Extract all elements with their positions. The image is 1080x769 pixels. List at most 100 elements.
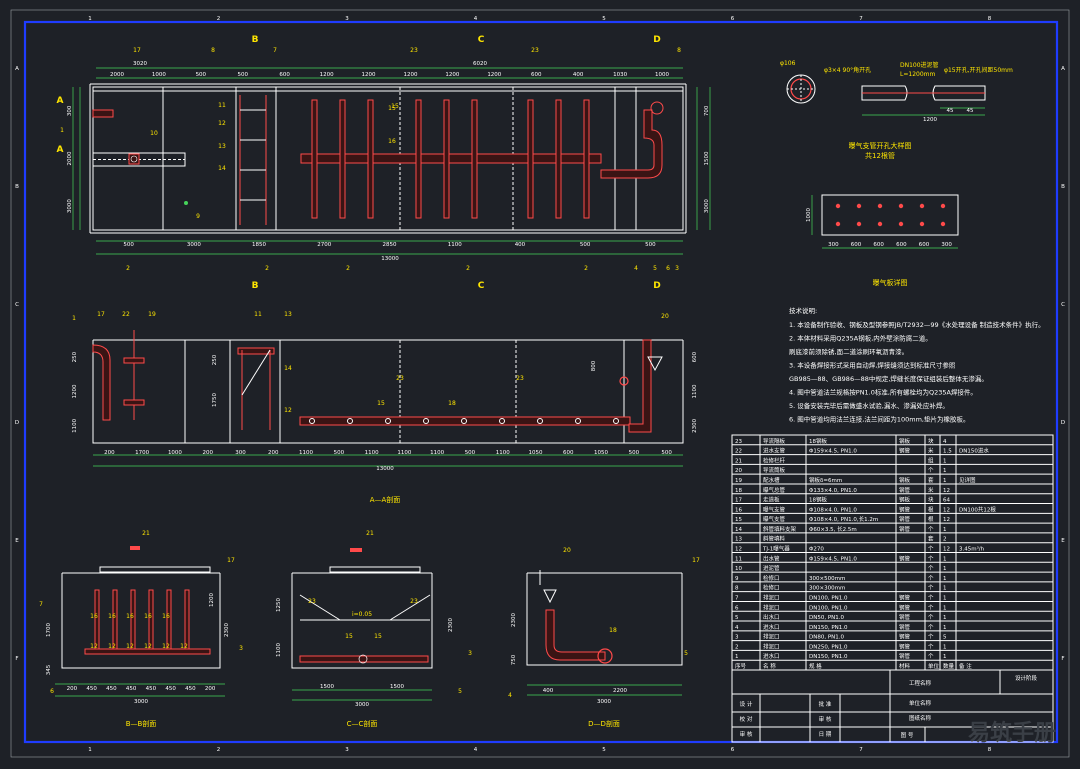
table-cell: 进泥管 [763, 564, 780, 572]
table-cell: 排泥口 [763, 633, 780, 641]
dd-dim-left: 750 [511, 654, 517, 665]
table-cell: DN100, PN1.0 [809, 605, 848, 611]
table-cell: 个 [928, 526, 934, 533]
aa-dim-bottom: 1100 [496, 450, 510, 456]
table-cell: 导流隔板 [763, 437, 786, 445]
bb-callout: 12 [162, 643, 170, 650]
table-cell: 斜管填料支架 [763, 525, 797, 533]
section-mark: D [653, 35, 660, 45]
grid-row-label: B [15, 184, 19, 190]
section-bb [55, 546, 225, 697]
plan-dim-total: 6020 [473, 61, 487, 67]
plan-dim-top: 1200 [362, 72, 376, 78]
bb-callout: 12 [144, 643, 152, 650]
aa-dim-mid: 1750 [212, 393, 218, 407]
table-cell: Φ159×4.5, PN1.0 [809, 556, 857, 562]
table-cell: 个 [928, 555, 934, 562]
table-cell: 曝气总管 [763, 486, 786, 494]
plate-hole [898, 221, 904, 227]
pipe-detail-label: φ3×4 90°角开孔 [824, 66, 871, 74]
plan-callout: 11 [218, 102, 226, 109]
grid-row-label: D [1061, 420, 1065, 426]
aa-callout: 17 [97, 311, 105, 318]
bb-dim-bottom: 200 [67, 686, 78, 692]
table-cell: 检修口 [763, 574, 780, 582]
aa-dim-bottom: 1700 [135, 450, 149, 456]
cc-callout: 21 [366, 530, 374, 537]
table-cell: 配水槽 [763, 476, 780, 484]
cc-dim-left: 1250 [276, 598, 282, 612]
grid-row-label: B [1061, 184, 1065, 190]
plan-callout: 12 [218, 120, 226, 127]
dd-callout: 4 [508, 692, 512, 699]
aerator-mark [347, 418, 353, 424]
table-cell: 米 [928, 447, 934, 455]
table-cell: 排泥口 [763, 642, 780, 650]
table-cell: 钢管 [899, 525, 911, 533]
aa-dim-right-top: 800 [591, 360, 597, 371]
table-cell: 64 [943, 498, 950, 504]
table-cell: 进水口 [763, 652, 780, 660]
table-cell: 曝气支管 [763, 505, 786, 513]
grid-col-label: 2 [217, 16, 221, 22]
plate-hole [877, 203, 883, 209]
aerator-mark [613, 418, 619, 424]
bb-callout: 12 [180, 643, 188, 650]
grid-row-label: C [15, 302, 19, 308]
table-header: 单位 [928, 662, 940, 670]
pipe-detail-dim: 45 [947, 108, 954, 114]
table-cell: 钢管 [899, 554, 911, 562]
aa-dim-bottom: 1050 [594, 450, 608, 456]
aa-dim-bottom: 1100 [430, 450, 444, 456]
table-cell: 个 [928, 565, 934, 572]
plan-dim-bottom: 400 [515, 242, 526, 248]
aa-callout: 15 [377, 400, 385, 407]
grid-col-label: 8 [988, 16, 992, 22]
pipe-detail-dim: 1200 [923, 117, 937, 123]
table-cell: 个 [928, 585, 934, 592]
bb-callout: 12 [108, 643, 116, 650]
table-cell: 组 [928, 456, 934, 464]
plan-dim-right: 3000 [704, 199, 710, 213]
notes-item: 2. 本体材料采用Q235A钢板,内外壁涂防腐二道。 [789, 334, 932, 343]
plate-detail-title: 曝气板详图 [873, 278, 908, 287]
plan-callout: 10 [150, 130, 158, 137]
table-header: 规 格 [809, 662, 822, 670]
aa-callout: 23 [396, 375, 404, 382]
pipe-detail-subtitle: 共12根管 [865, 151, 895, 160]
plan-callout: 15 [391, 103, 399, 110]
table-cell: 2 [943, 537, 947, 543]
plan-aeration-branches [300, 99, 602, 219]
table-header: 名 称 [763, 662, 776, 670]
cc-callout: 5 [458, 688, 462, 695]
aa-dim-bottom: 500 [661, 450, 672, 456]
table-cell: DN50, PN1.0 [809, 615, 845, 621]
aa-dim-left: 1200 [72, 384, 78, 398]
plan-dim-top: 600 [279, 72, 290, 78]
grid-row-label: F [1061, 656, 1064, 662]
bb-dim-left: 1700 [46, 623, 52, 637]
grid-row-label: F [15, 656, 18, 662]
table-cell: DN150, PN1.0 [809, 625, 848, 631]
plan-dim-left: 3000 [67, 199, 73, 213]
table-cell: 导流筒板 [763, 466, 786, 474]
aa-dim-bottom: 1100 [299, 450, 313, 456]
section-mark: B [252, 281, 259, 291]
table-cell: 钢管 [899, 515, 911, 523]
plan-callout: 2 [466, 265, 470, 272]
table-cell: 个 [928, 467, 934, 474]
aa-dim-bottom: 1100 [397, 450, 411, 456]
plan-callout: 9 [196, 213, 200, 220]
section-mark: B [252, 35, 259, 45]
plan-dim-left: 2000 [67, 151, 73, 165]
pipe-detail-label: φ106 [780, 60, 796, 67]
plate-hole [835, 203, 841, 209]
table-cell: 根 [928, 515, 934, 523]
table-cell: 1 [943, 458, 947, 464]
table-cell: 个 [928, 653, 934, 660]
